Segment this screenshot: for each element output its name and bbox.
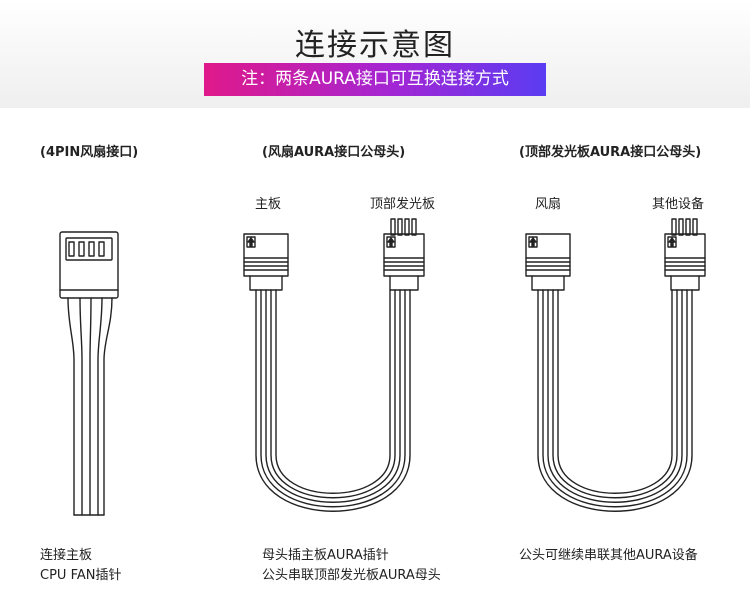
caption-4pin-line2: CPU FAN插针 xyxy=(40,568,122,583)
caption-board-aura-line1: 公头可继续串联其他AURA设备 xyxy=(519,548,698,563)
fan-4pin-cable-icon xyxy=(67,297,113,516)
male-connector-led-board-icon xyxy=(383,218,425,291)
caption-fan-aura-line2: 公头串联顶部发光板AURA母头 xyxy=(262,568,441,583)
female-connector-fan-icon xyxy=(525,233,571,291)
end-label-other-devices: 其他设备 xyxy=(652,197,705,212)
section-title-fan-aura: (风扇AURA接口公母头) xyxy=(262,145,406,160)
end-label-motherboard: 主板 xyxy=(255,197,282,212)
caption-fan-aura-line1: 母头插主板AURA插针 xyxy=(262,548,389,563)
caption-4pin-line1: 连接主板 xyxy=(40,548,93,563)
fan-aura-u-cable-icon xyxy=(255,289,411,512)
section-title-4pin: (4PIN风扇接口) xyxy=(40,145,139,160)
page-title: 连接示意图 xyxy=(295,28,455,63)
section-title-board-aura: (顶部发光板AURA接口公母头) xyxy=(519,145,702,160)
female-connector-motherboard-icon xyxy=(243,233,289,291)
male-connector-other-devices-icon xyxy=(664,218,706,291)
end-label-top-led-board: 顶部发光板 xyxy=(370,197,436,212)
note-banner: 注：两条AURA接口可互换连接方式 xyxy=(204,63,546,96)
fan-4pin-connector-icon xyxy=(59,231,119,299)
board-aura-u-cable-icon xyxy=(537,289,693,512)
end-label-fan: 风扇 xyxy=(535,197,562,212)
